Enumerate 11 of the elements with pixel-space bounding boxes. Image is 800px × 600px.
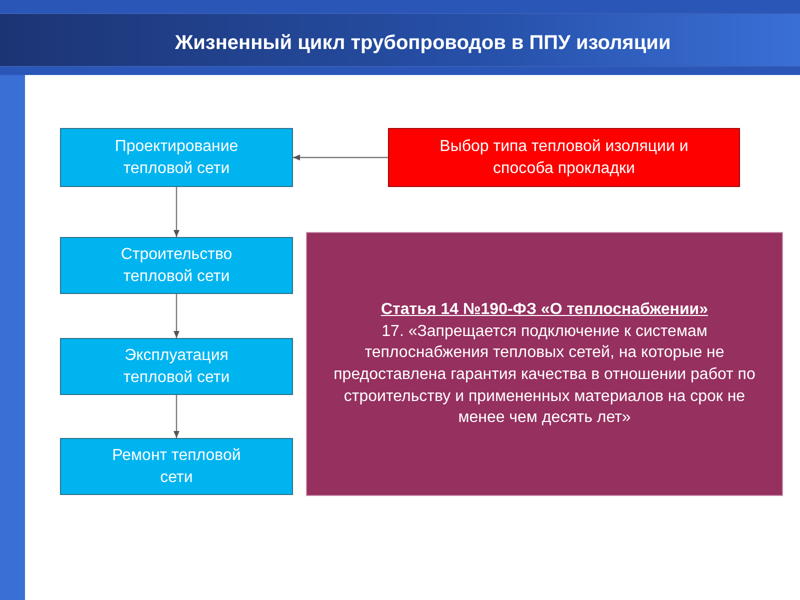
arrow — [174, 294, 180, 338]
slide-title: Жизненный цикл трубопроводов в ППУ изоляции — [175, 32, 671, 55]
arrow — [293, 154, 388, 160]
quote-box: Статья 14 №190-ФЗ «О теплоснабжении» 17. «Запрещается подключение к системам теплоснабжения тепловых сетей, на которые не предоставлена гарантия качества в отношении работ по строительству и примененных материалов на срок не менее чем десять лет» — [306, 232, 783, 496]
process-box: Строительство тепловой сети — [60, 237, 293, 294]
arrow — [174, 395, 180, 438]
process-box: Ремонт тепловой сети — [60, 438, 293, 495]
process-box: Проектирование тепловой сети — [60, 128, 293, 187]
process-box: Выбор типа тепловой изоляции и способа прокладки — [388, 128, 740, 187]
process-box: Эксплуатация тепловой сети — [60, 338, 293, 395]
arrow — [174, 187, 180, 237]
